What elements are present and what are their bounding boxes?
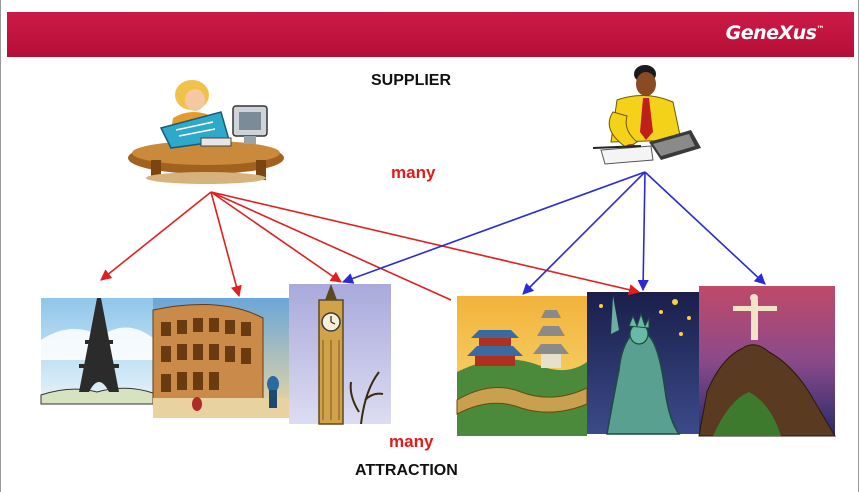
genexus-logo: GeneXus™ — [725, 22, 825, 44]
trademark-mark: ™ — [816, 24, 825, 34]
arrow-supplier2-to-great-wall — [522, 171, 646, 295]
attraction-statue-of-liberty — [587, 292, 699, 435]
blue-relationship-arrows — [341, 171, 766, 295]
arrow-supplier2-to-big-ben — [341, 171, 646, 284]
arrow-supplier1-to-liberty — [210, 191, 641, 296]
title-banner: GeneXus™ — [7, 12, 854, 57]
bottom-cardinality-label: many — [389, 432, 434, 451]
attraction-great-wall — [456, 296, 588, 436]
red-relationship-arrows — [100, 191, 641, 301]
supplier-entity-label: SUPPLIER — [371, 72, 452, 89]
top-cardinality-label: many — [391, 163, 436, 182]
brand-name: GeneXus — [725, 22, 817, 44]
attraction-christ-the-redeemer — [698, 286, 836, 437]
attraction-entity-label: ATTRACTION — [355, 462, 458, 479]
arrow-supplier2-to-christ — [644, 171, 766, 285]
arrow-supplier2-to-liberty — [637, 171, 649, 292]
supplier-woman-at-desk — [128, 80, 284, 184]
supplier-man-with-laptop — [592, 65, 701, 165]
attraction-big-ben — [289, 284, 391, 425]
attraction-colosseum — [152, 298, 289, 418]
arrow-supplier1-to-big-ben — [210, 191, 342, 283]
attraction-eiffel-tower — [40, 298, 154, 405]
arrow-supplier1-to-colosseum — [210, 191, 242, 298]
arrow-supplier1-to-eiffel — [100, 191, 212, 281]
arrow-supplier1-to-great-wall — [210, 191, 452, 301]
